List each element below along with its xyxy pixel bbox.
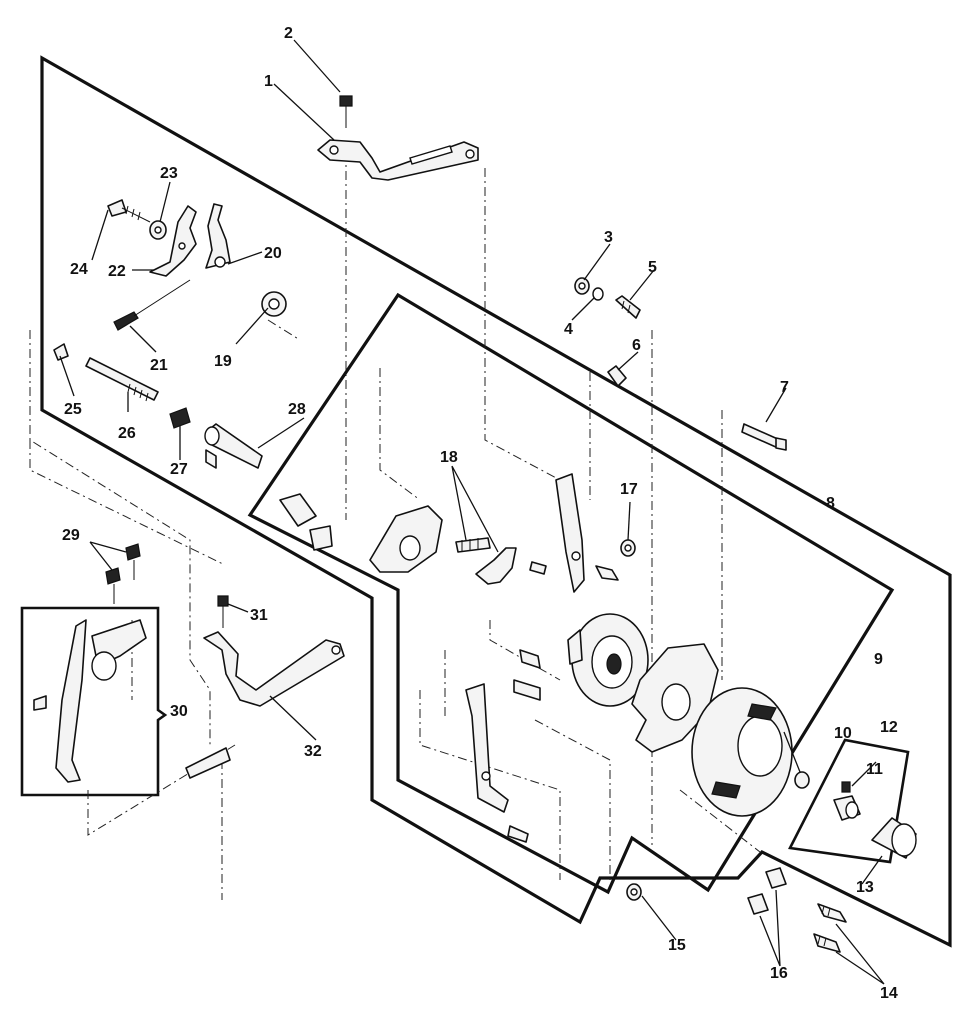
washer-17	[620, 539, 636, 557]
alignment-lines	[29, 152, 761, 900]
washer-23	[149, 220, 167, 240]
bracket-lower	[465, 683, 509, 813]
washer-3	[574, 277, 590, 295]
knob-13	[871, 817, 917, 859]
outline-assembly-9	[247, 292, 895, 895]
callout-labels: 1 2 3 4 5 6 7 8 9 10 11 12 13 14 15 16 1…	[62, 25, 898, 1002]
callout-30: 30	[170, 703, 188, 720]
washer-4	[592, 287, 604, 301]
callout-13: 13	[856, 879, 874, 896]
screw-lower	[507, 825, 529, 843]
clip-25	[53, 343, 69, 361]
callout-19: 19	[214, 353, 232, 370]
plate-inner	[369, 505, 443, 573]
callout-9: 9	[874, 651, 883, 668]
screws-29	[105, 543, 141, 604]
outline-subassembly-12	[788, 738, 910, 864]
callout-23: 23	[160, 165, 178, 182]
outline-assembly-30	[20, 606, 168, 797]
bracket-inner-left	[279, 493, 333, 551]
callout-4: 4	[564, 321, 573, 338]
callout-32: 32	[304, 743, 322, 760]
screw-24	[107, 199, 151, 223]
callout-7: 7	[780, 379, 789, 396]
spring-27	[169, 407, 191, 429]
nuts-inner	[513, 649, 541, 701]
nut-16b	[747, 893, 769, 915]
nut-16a	[765, 867, 787, 889]
pin-7	[741, 423, 787, 451]
screw-5	[615, 295, 641, 319]
callout-21: 21	[150, 357, 168, 374]
callout-3: 3	[604, 229, 613, 246]
callout-15: 15	[668, 937, 686, 954]
lever-20	[205, 203, 231, 269]
callout-12: 12	[880, 719, 898, 736]
spring-18	[455, 537, 491, 553]
sleeve-28	[204, 423, 263, 469]
lever-22	[149, 205, 197, 277]
callout-31: 31	[250, 607, 268, 624]
callout-6: 6	[632, 337, 641, 354]
bushing-10	[794, 771, 810, 789]
callout-20: 20	[264, 245, 282, 262]
callout-29: 29	[62, 527, 80, 544]
spring-21	[113, 279, 191, 331]
arm-vertical	[555, 473, 585, 593]
screw-14b	[813, 933, 841, 953]
callout-14: 14	[880, 985, 898, 1002]
leader-lines	[59, 39, 885, 985]
callout-26: 26	[118, 425, 136, 442]
callout-2: 2	[284, 25, 293, 42]
screw-11	[841, 781, 851, 793]
cam-plate	[631, 643, 719, 753]
callout-28: 28	[288, 401, 306, 418]
shaft-26	[85, 357, 159, 402]
collar-19	[261, 291, 287, 317]
screw-31	[217, 595, 229, 628]
top-bracket-part	[317, 139, 479, 181]
callout-22: 22	[108, 263, 126, 280]
lever-30	[33, 619, 147, 783]
callout-11: 11	[866, 761, 883, 778]
callout-25: 25	[64, 401, 82, 418]
callout-5: 5	[648, 259, 657, 276]
flange-disc	[691, 687, 793, 817]
screw-inner	[529, 561, 619, 581]
outline-assembly-8	[40, 55, 952, 948]
hub-large	[567, 613, 649, 707]
clip-6	[607, 365, 627, 387]
callout-27: 27	[170, 461, 188, 478]
callout-1: 1	[264, 73, 273, 90]
callout-16: 16	[770, 965, 788, 982]
callout-10: 10	[834, 725, 852, 742]
collar-12	[833, 795, 861, 821]
screw-14a	[817, 903, 847, 923]
washer-15	[626, 883, 642, 901]
callout-17: 17	[620, 481, 638, 498]
callout-18: 18	[440, 449, 458, 466]
cam-18	[475, 547, 517, 585]
callout-24: 24	[70, 261, 88, 278]
bracket-32	[203, 631, 345, 707]
plate-small-lower	[185, 747, 231, 779]
screw-2	[339, 95, 353, 128]
callout-8: 8	[826, 495, 835, 512]
